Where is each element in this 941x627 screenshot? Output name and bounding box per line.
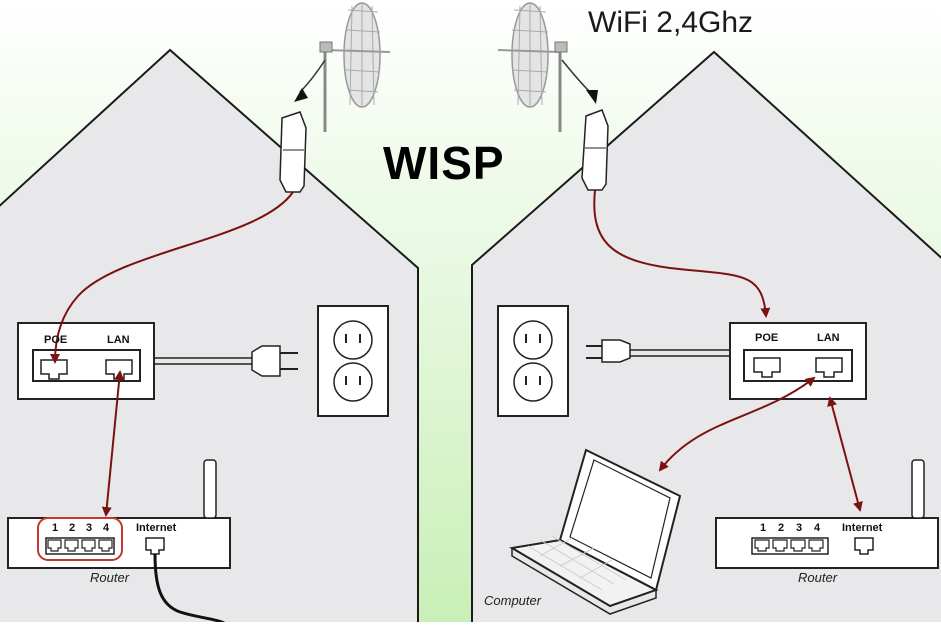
- left-port-3: 3: [86, 522, 93, 534]
- right-port-2: 2: [778, 522, 785, 534]
- right-port-3: 3: [796, 522, 803, 534]
- left-router-label: Router: [90, 570, 130, 585]
- left-poe-label: POE: [44, 334, 68, 346]
- lan-ports-highlight: [37, 517, 123, 561]
- right-wall-outlet: [497, 305, 569, 417]
- wisp-title: WISP: [383, 137, 505, 189]
- left-dish-antenna: [294, 2, 391, 132]
- right-port-4: 4: [814, 522, 821, 534]
- wifi-label: WiFi 2,4Ghz: [588, 6, 754, 39]
- right-laptop-link: [658, 376, 816, 472]
- right-router: [715, 459, 939, 569]
- left-port-1: 1: [52, 522, 59, 534]
- left-poe-injector: [17, 322, 298, 400]
- left-radio-cable: [50, 191, 294, 364]
- left-port-2: 2: [69, 522, 76, 534]
- left-router: [7, 459, 231, 569]
- right-radio-cable: [593, 189, 771, 318]
- laptop-computer: [509, 448, 682, 615]
- right-lan-label: LAN: [817, 332, 840, 344]
- right-dish-antenna: [497, 2, 598, 132]
- right-lan-link: [827, 396, 863, 512]
- left-lan-link: [101, 370, 125, 517]
- right-port-1: 1: [760, 522, 767, 534]
- right-poe-label: POE: [755, 332, 779, 344]
- left-outdoor-radio: [279, 111, 307, 193]
- left-internet-label: Internet: [136, 522, 177, 534]
- left-port-4: 4: [103, 522, 110, 534]
- computer-label: Computer: [484, 593, 542, 608]
- right-outdoor-radio: [581, 109, 609, 191]
- right-router-label: Router: [798, 570, 838, 585]
- right-internet-label: Internet: [842, 522, 883, 534]
- left-wall-outlet: [317, 305, 389, 417]
- left-lan-label: LAN: [107, 334, 130, 346]
